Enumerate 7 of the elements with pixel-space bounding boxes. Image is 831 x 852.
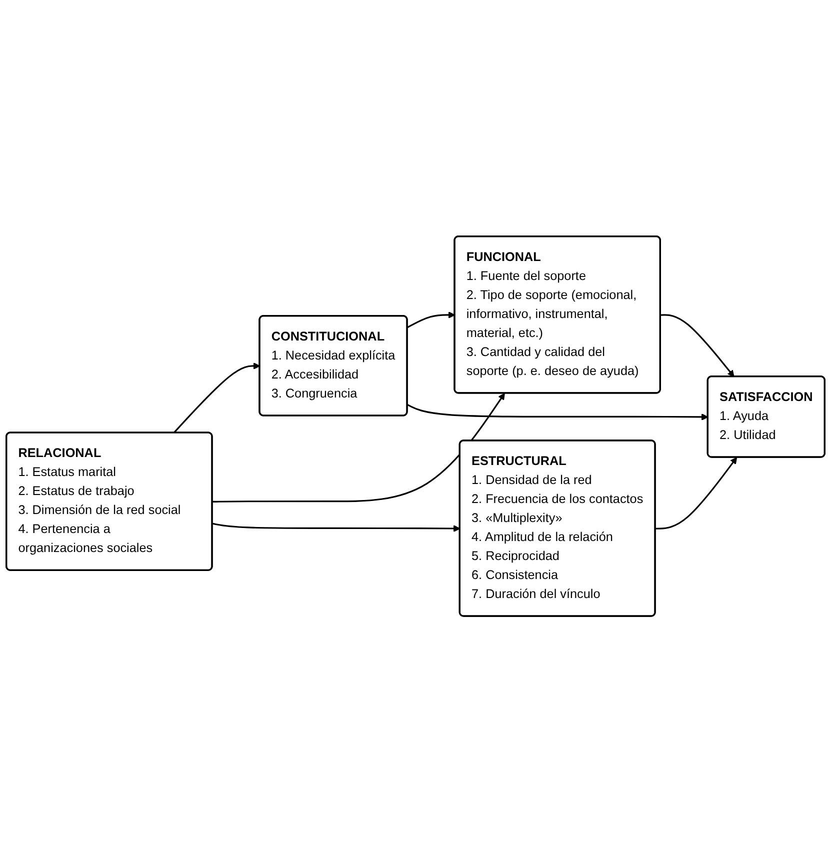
arrow — [212, 392, 505, 502]
arrow — [407, 311, 456, 328]
arrow — [173, 362, 260, 434]
arrow — [660, 314, 734, 377]
arrow — [655, 456, 738, 530]
arrow — [407, 404, 708, 420]
arrow — [212, 522, 460, 532]
